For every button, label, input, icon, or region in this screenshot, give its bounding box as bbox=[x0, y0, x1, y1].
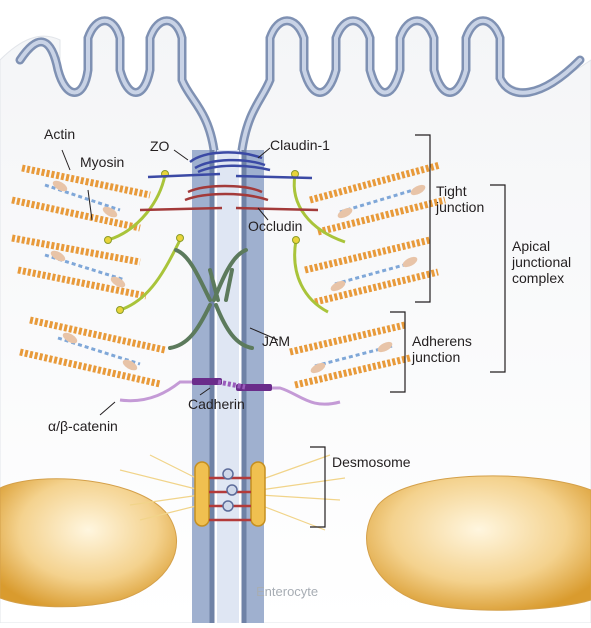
label-zo: ZO bbox=[150, 138, 169, 154]
right-nucleus bbox=[367, 476, 591, 610]
label-myosin: Myosin bbox=[80, 154, 124, 170]
label-desmosome: Desmosome bbox=[332, 454, 411, 470]
label-cadherin: Cadherin bbox=[188, 396, 245, 412]
label-catenin: α/β-catenin bbox=[48, 418, 118, 434]
label-apical-complex: Apical junctional complex bbox=[512, 238, 571, 286]
label-adherens-junction: Adherens junction bbox=[412, 333, 472, 365]
label-enterocyte: Enterocyte bbox=[256, 584, 318, 600]
label-occludin: Occludin bbox=[248, 218, 302, 234]
label-jam: JAM bbox=[262, 333, 290, 349]
label-actin: Actin bbox=[44, 126, 75, 142]
label-claudin: Claudin-1 bbox=[270, 137, 330, 153]
label-tight-junction: Tight junction bbox=[436, 183, 484, 215]
